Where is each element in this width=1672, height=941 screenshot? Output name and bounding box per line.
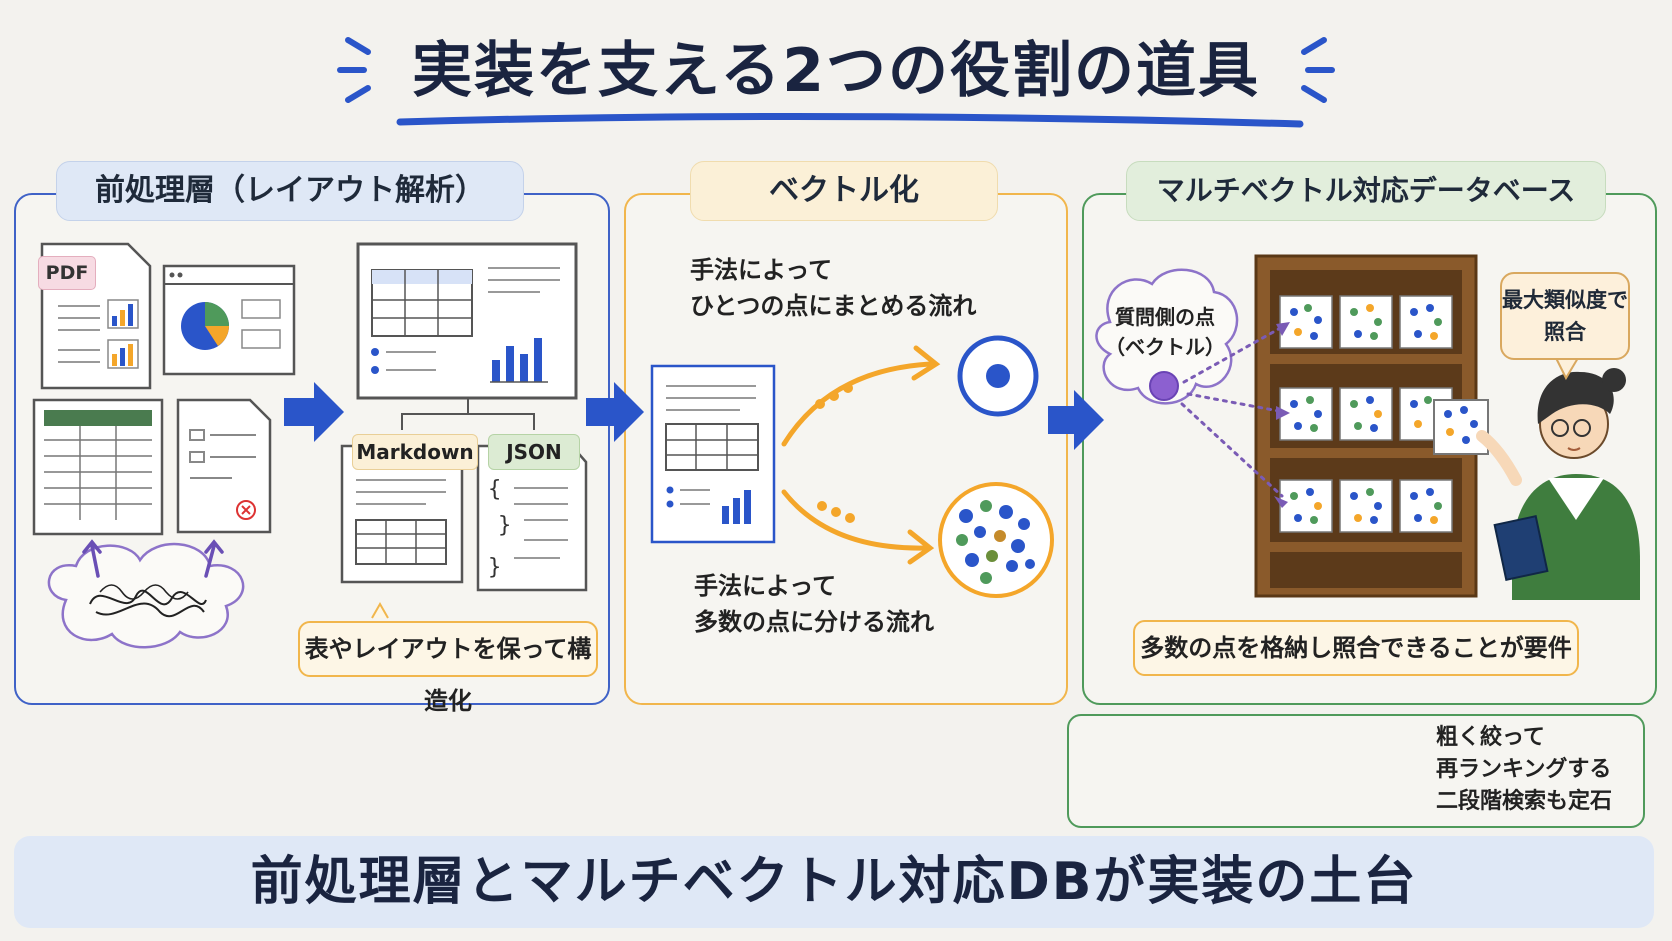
sparkle-right-icon [1301,37,1335,103]
multi-point-cluster-icon [938,482,1054,598]
svg-text:}: } [498,513,511,538]
query-match-arrows-icon [1180,324,1286,498]
pdf-tag: PDF [38,256,96,290]
preprocessing-label: 前処理層（レイアウト解析） [56,161,524,221]
source-document-icon [650,364,776,544]
flow-arrow-icon [1048,390,1104,450]
note-pointer-icon [371,601,389,619]
json-document-icon: { } } [476,444,588,592]
single-point-flow-text: 手法によって ひとつの点にまとめる流れ [690,256,977,320]
page-title: 実装を支える2つの役割の道具 [412,36,1260,106]
preprocessing-note: 表やレイアウトを保って構造化 [298,621,598,715]
flow-arrow-icon [284,382,344,442]
two-stage-search-box [1067,714,1645,828]
form-document-icon [176,398,272,534]
query-cloud-icon [1095,268,1239,405]
markdown-format-label: Markdown [352,434,478,470]
svg-text:{: { [488,477,501,502]
database-requirement-note: 多数の点を格納し照合できることが要件 [1133,620,1579,676]
slide-document-icon [162,264,296,376]
json-format-label: JSON [488,434,580,470]
multi-vector-arrow-icon [781,489,935,565]
sparkle-left-icon [337,37,371,103]
svg-text:}: } [488,555,501,580]
structured-output-monitor-icon [356,242,578,430]
query-point-label: 質問側の点 （ベクトル） [1105,305,1225,359]
librarian-icon [1433,368,1640,600]
unstructured-data-cloud-icon [47,542,245,649]
single-vector-arrow-icon [781,345,941,447]
bookshelf-icon [1254,254,1478,598]
database-label: マルチベクトル対応データベース [1126,161,1606,221]
markdown-document-icon [340,444,464,584]
multi-point-flow-text: 手法によって 多数の点に分ける流れ [694,572,934,636]
spreadsheet-document-icon [32,398,164,536]
two-stage-search-text: 粗く絞って 再ランキングする 二段階検索も定石 [1436,725,1613,814]
upward-arrows-icon [82,539,224,578]
max-similarity-bubble: 最大類似度で 照合 [1500,272,1630,360]
arrowheads-icon [1274,322,1290,508]
vectorization-label: ベクトル化 [690,161,998,221]
flow-arrow-icon [586,382,644,442]
footer-summary: 前処理層とマルチベクトル対応DBが実装の土台 [14,836,1654,928]
bubble-pointer-icon [1555,357,1579,381]
single-point-icon [957,335,1039,417]
